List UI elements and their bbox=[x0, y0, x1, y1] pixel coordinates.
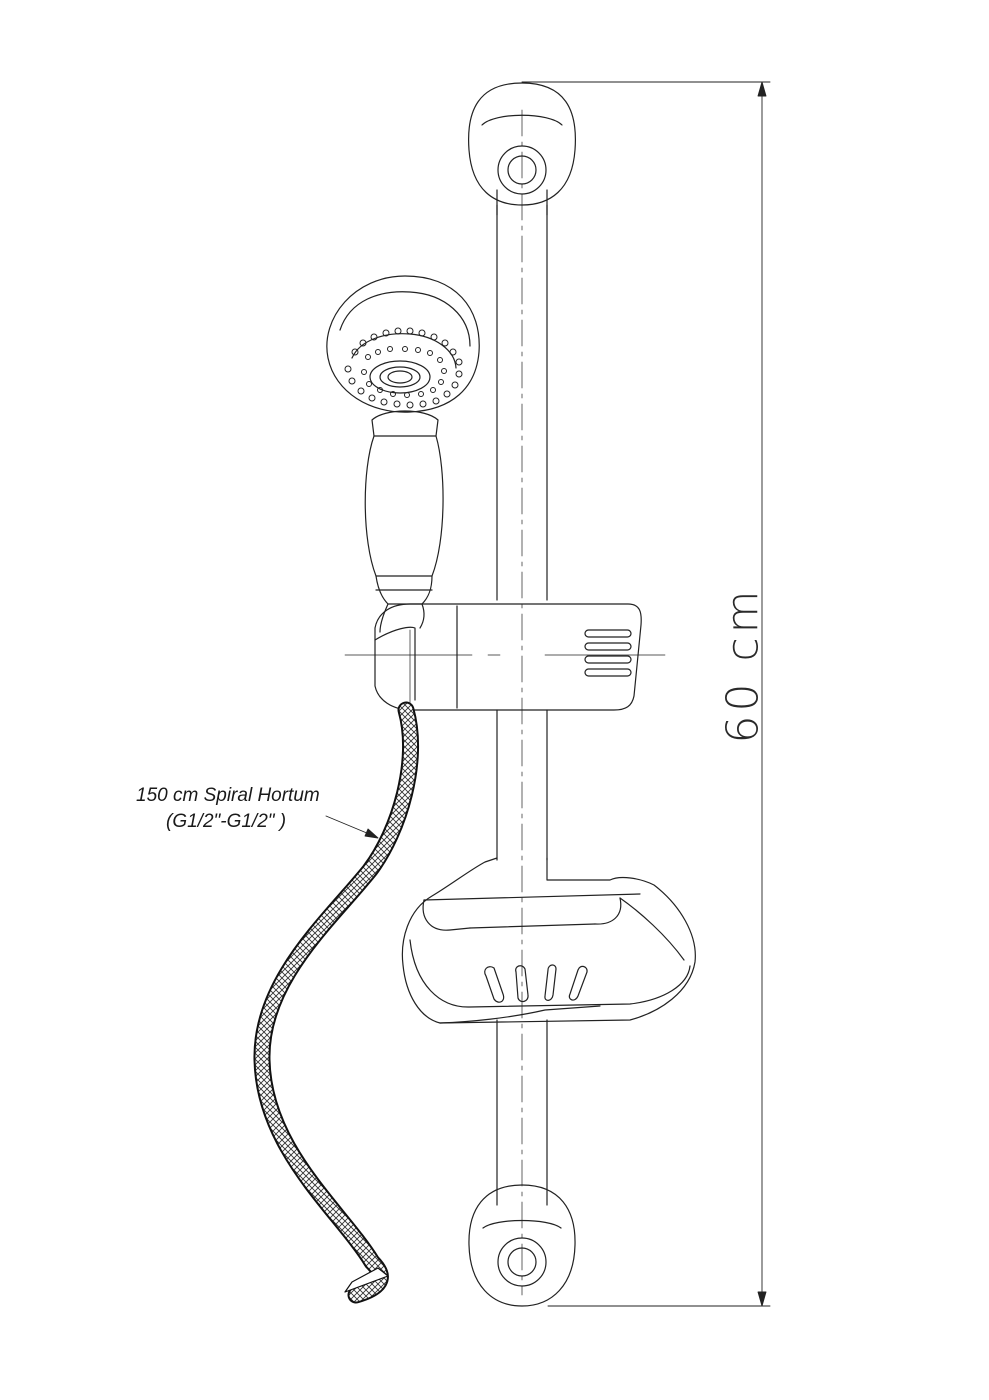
shower-head bbox=[326, 275, 480, 413]
arrow-up-icon bbox=[757, 81, 767, 97]
bottom-wall-bracket bbox=[468, 1184, 576, 1307]
spiral-hose bbox=[253, 701, 420, 1304]
height-dimension-line bbox=[521, 81, 771, 1307]
arrow-down-icon bbox=[757, 1291, 767, 1307]
height-dimension-label: 60 cm bbox=[717, 586, 769, 744]
hose-length-label: 150 cm Spiral Hortum bbox=[136, 785, 320, 806]
spray-nozzles bbox=[344, 327, 463, 409]
soap-dish bbox=[401, 857, 696, 1024]
center-axis-lines bbox=[344, 629, 666, 707]
sliding-holder bbox=[344, 603, 666, 711]
arrowhead-icon bbox=[364, 828, 379, 839]
hose-thread-spec-label: (G1/2"-G1/2" ) bbox=[166, 811, 287, 832]
top-wall-bracket bbox=[467, 82, 577, 216]
shower-handle bbox=[364, 410, 444, 633]
hose-leader-line bbox=[325, 815, 379, 839]
hand-shower bbox=[326, 275, 480, 633]
grip-slots bbox=[584, 629, 632, 677]
slide-rail bbox=[496, 109, 548, 1296]
drain-slots bbox=[484, 964, 588, 1003]
